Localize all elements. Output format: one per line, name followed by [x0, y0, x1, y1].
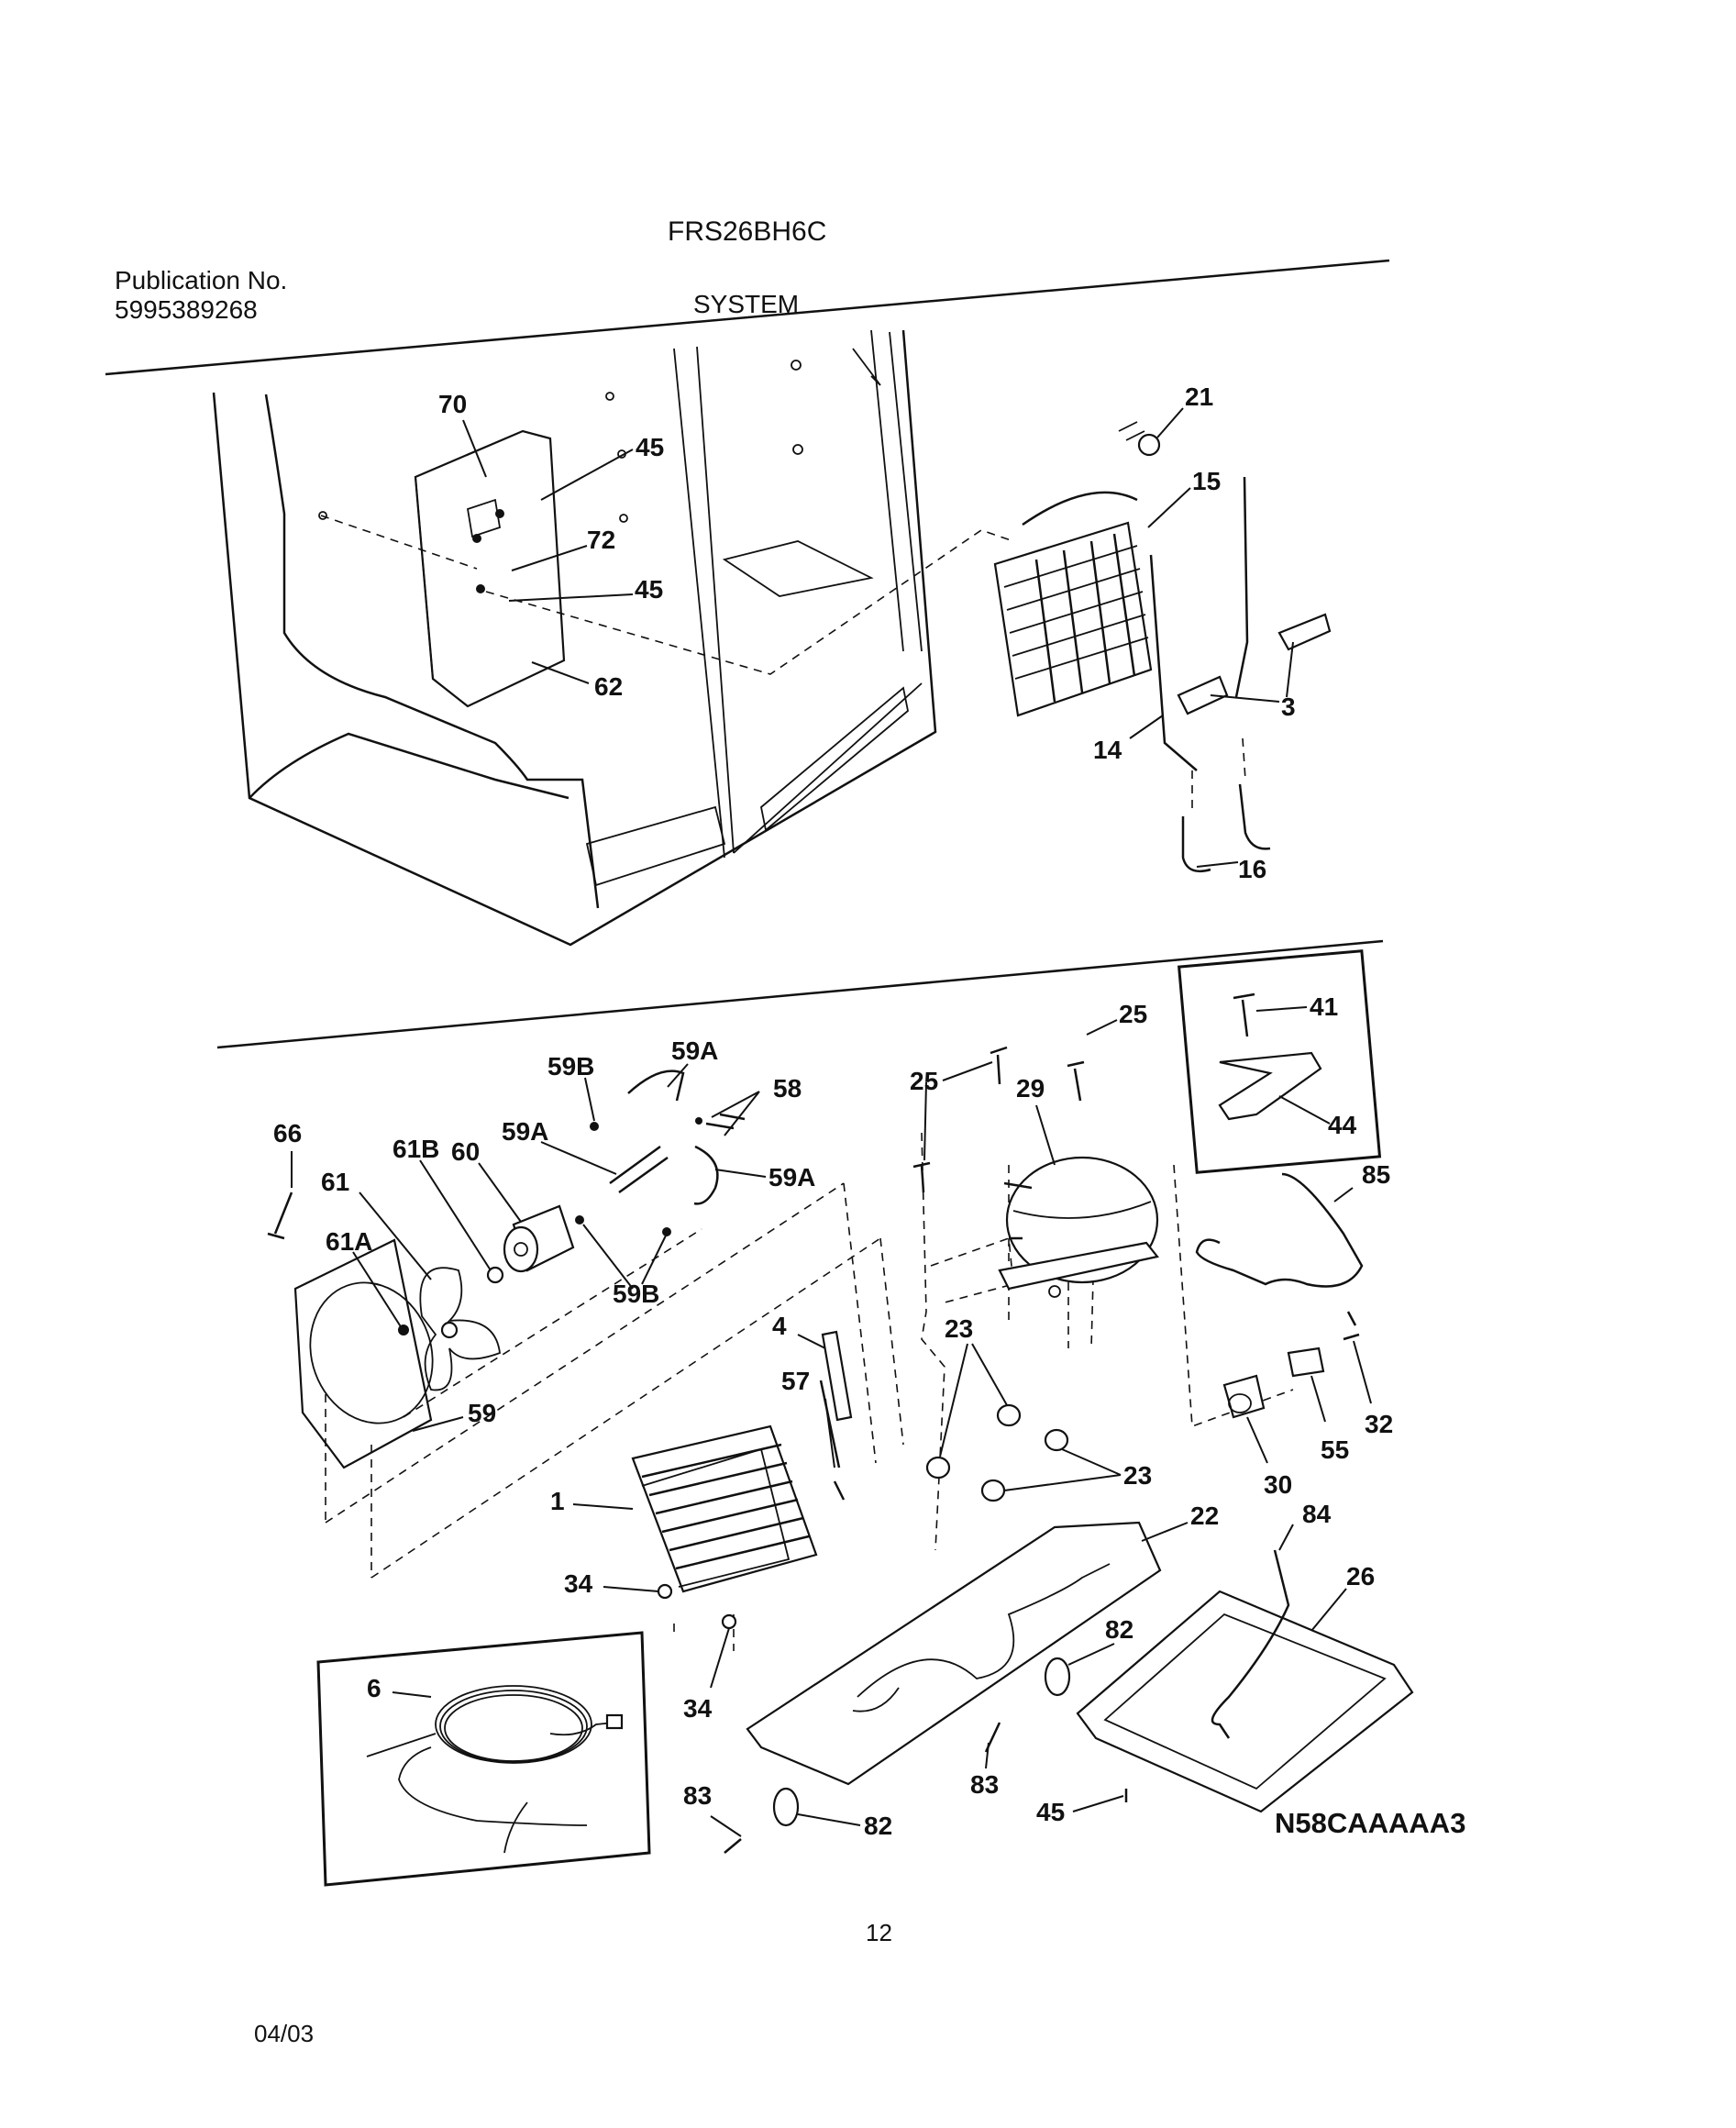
callout-58: 58 [773, 1074, 802, 1103]
callout-55: 55 [1321, 1435, 1349, 1464]
callout-45-middle: 45 [635, 575, 663, 604]
callout-14: 14 [1093, 736, 1122, 764]
callout-44: 44 [1328, 1111, 1357, 1139]
callout-72: 72 [587, 526, 615, 554]
callout-66: 66 [273, 1119, 302, 1147]
drain-pan [1076, 1549, 1414, 1813]
fan-motor [503, 1204, 575, 1273]
heater-connector [605, 1713, 624, 1730]
callout-82-bottom: 82 [864, 1812, 892, 1840]
inset-box-41-44 [1177, 949, 1382, 1174]
revision-date: 04/03 [254, 2020, 315, 2047]
dryer [1118, 421, 1161, 457]
section-divider-rule [216, 939, 1384, 1049]
callout-3: 3 [1281, 693, 1296, 721]
evaporator-cover [414, 429, 566, 708]
callout-59B-bottom: 59B [613, 1280, 659, 1308]
callout-60: 60 [451, 1137, 480, 1166]
callout-82-right: 82 [1105, 1615, 1133, 1644]
callout-26: 26 [1346, 1562, 1375, 1590]
callout-32: 32 [1365, 1410, 1393, 1438]
capillary-part-57 [819, 1380, 846, 1501]
callout-15: 15 [1192, 467, 1221, 495]
relay-and-overload [1222, 1311, 1360, 1419]
callout-70: 70 [438, 390, 467, 418]
drawing-code: N58CAAAAA3 [1275, 1807, 1466, 1839]
assembly-line-upper [320, 515, 1014, 675]
header-rule [105, 259, 1390, 376]
condenser-tube-right [1234, 476, 1249, 698]
tube-85 [1195, 1172, 1364, 1288]
callout-23-upper: 23 [945, 1314, 973, 1343]
callout-83-left: 83 [683, 1781, 712, 1810]
model-number: FRS26BH6C [668, 216, 827, 247]
cabinet-drawing [212, 329, 937, 947]
compressor-screws [912, 1046, 1085, 1193]
callout-61A: 61A [326, 1227, 372, 1256]
screw-66 [267, 1191, 293, 1240]
callout-25-right: 25 [1119, 1000, 1147, 1028]
mounting-bracket-inset [1218, 992, 1322, 1121]
callout-34-left: 34 [564, 1569, 593, 1598]
evaporator-clip-left [657, 1583, 673, 1600]
callout-16: 16 [1238, 855, 1266, 883]
capillary-part-4 [821, 1330, 853, 1422]
callout-57: 57 [781, 1367, 810, 1395]
callout-4: 4 [772, 1312, 787, 1340]
publication-number: 5995389268 [115, 295, 258, 324]
evaporator [631, 1424, 818, 1593]
evaporator-clip-right [721, 1613, 737, 1630]
callout-labels: 70 45 72 45 62 21 15 3 14 16 41 44 25 25… [273, 382, 1393, 1840]
callout-59A-right: 59A [768, 1163, 815, 1191]
callout-84: 84 [1302, 1500, 1332, 1528]
callout-59B-top: 59B [547, 1052, 594, 1081]
callout-34-bottom: 34 [683, 1694, 713, 1723]
callout-25-left: 25 [910, 1067, 938, 1095]
callout-29: 29 [1016, 1074, 1045, 1103]
condenser-tube-ends [1181, 737, 1271, 873]
callout-61: 61 [321, 1168, 349, 1196]
callout-21: 21 [1185, 382, 1213, 411]
callout-45-lower: 45 [1036, 1798, 1065, 1826]
grommets [925, 1403, 1069, 1502]
page-number: 12 [866, 1919, 892, 1946]
callout-30: 30 [1264, 1470, 1292, 1499]
fan-blade [419, 1267, 501, 1391]
callout-6: 6 [367, 1674, 381, 1702]
compressor [998, 1156, 1159, 1298]
callout-59A-top: 59A [671, 1036, 718, 1065]
callout-83-right: 83 [970, 1770, 999, 1799]
condenser [993, 491, 1198, 771]
heater-coil [366, 1685, 615, 1854]
callout-59: 59 [468, 1399, 496, 1427]
callout-62: 62 [594, 672, 623, 701]
callout-23-lower: 23 [1123, 1461, 1152, 1490]
callout-45-upper: 45 [636, 433, 664, 461]
motor-mount-parts [575, 1070, 746, 1236]
spacer-blocks [1177, 613, 1332, 715]
callout-61B: 61B [393, 1135, 439, 1163]
callout-41: 41 [1310, 992, 1338, 1021]
callout-22: 22 [1190, 1502, 1219, 1530]
callout-59A-middle: 59A [502, 1117, 548, 1146]
callout-85: 85 [1362, 1160, 1390, 1189]
inset-box-6 [316, 1631, 651, 1887]
publication-label: Publication No. [115, 266, 288, 294]
fan-mounting-bracket [293, 1238, 434, 1469]
callout-1: 1 [550, 1487, 565, 1515]
compressor-base-plate [746, 1521, 1162, 1786]
fan-washer [486, 1266, 504, 1284]
